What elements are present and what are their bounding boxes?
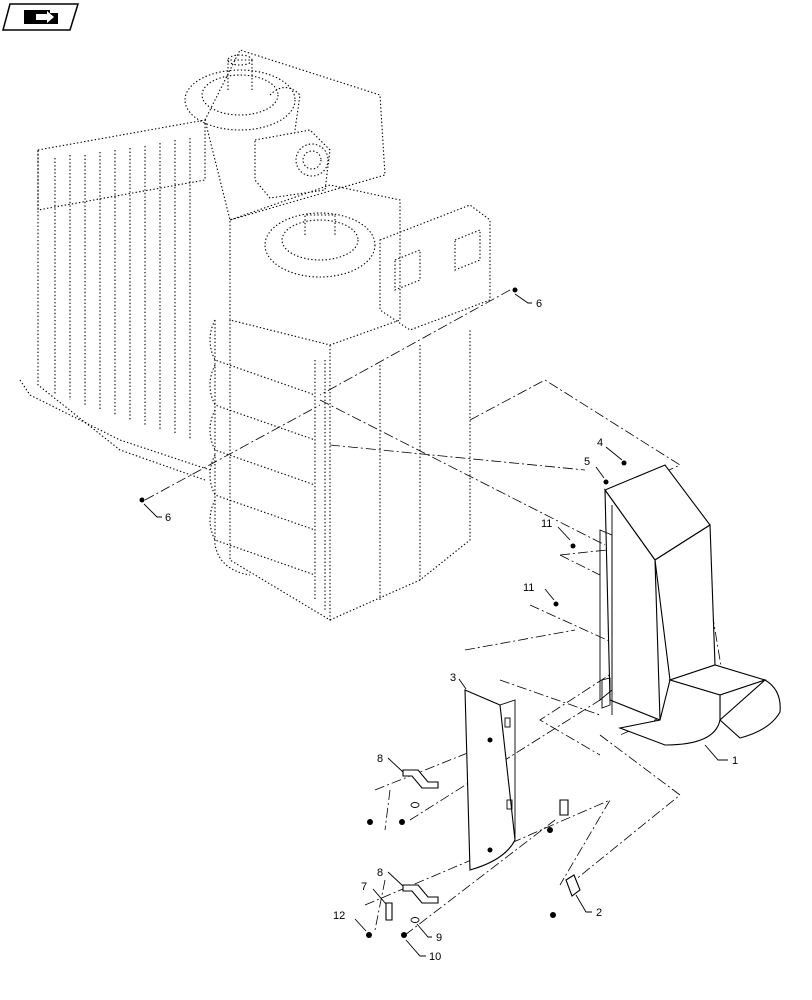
- bracket-clip[interactable]: [559, 799, 581, 897]
- cover-panel[interactable]: [464, 689, 516, 871]
- callout-12[interactable]: 12: [333, 910, 345, 922]
- bracket-small[interactable]: [385, 902, 393, 921]
- callout-6-right[interactable]: 6: [536, 298, 542, 310]
- callout-2[interactable]: 2: [596, 907, 602, 919]
- callout-10[interactable]: 10: [429, 951, 441, 963]
- duct-assembly[interactable]: [599, 464, 781, 746]
- callout-11-lower[interactable]: 11: [523, 582, 534, 594]
- callout-8-upper[interactable]: 8: [377, 753, 383, 765]
- callout-6-left[interactable]: 6: [165, 512, 171, 524]
- callout-7[interactable]: 7: [361, 881, 367, 893]
- rotor-housing-assembly: [19, 49, 491, 621]
- callout-11-upper[interactable]: 11: [541, 518, 552, 530]
- bracket-upper[interactable]: [402, 769, 439, 789]
- callout-3[interactable]: 3: [450, 672, 456, 684]
- callout-1[interactable]: 1: [732, 755, 738, 767]
- callouts: 1 2 3 4 5 6 6 7 8 8 9 10 11 11 12: [165, 298, 738, 963]
- callout-8-lower[interactable]: 8: [377, 867, 383, 879]
- callout-5[interactable]: 5: [584, 456, 590, 468]
- hardware-set: [139, 287, 627, 938]
- callout-4[interactable]: 4: [597, 437, 603, 449]
- book-arrow-icon[interactable]: [2, 3, 80, 31]
- callout-9[interactable]: 9: [436, 932, 442, 944]
- callout-leaders: [143, 293, 728, 957]
- bracket-lower[interactable]: [402, 884, 439, 904]
